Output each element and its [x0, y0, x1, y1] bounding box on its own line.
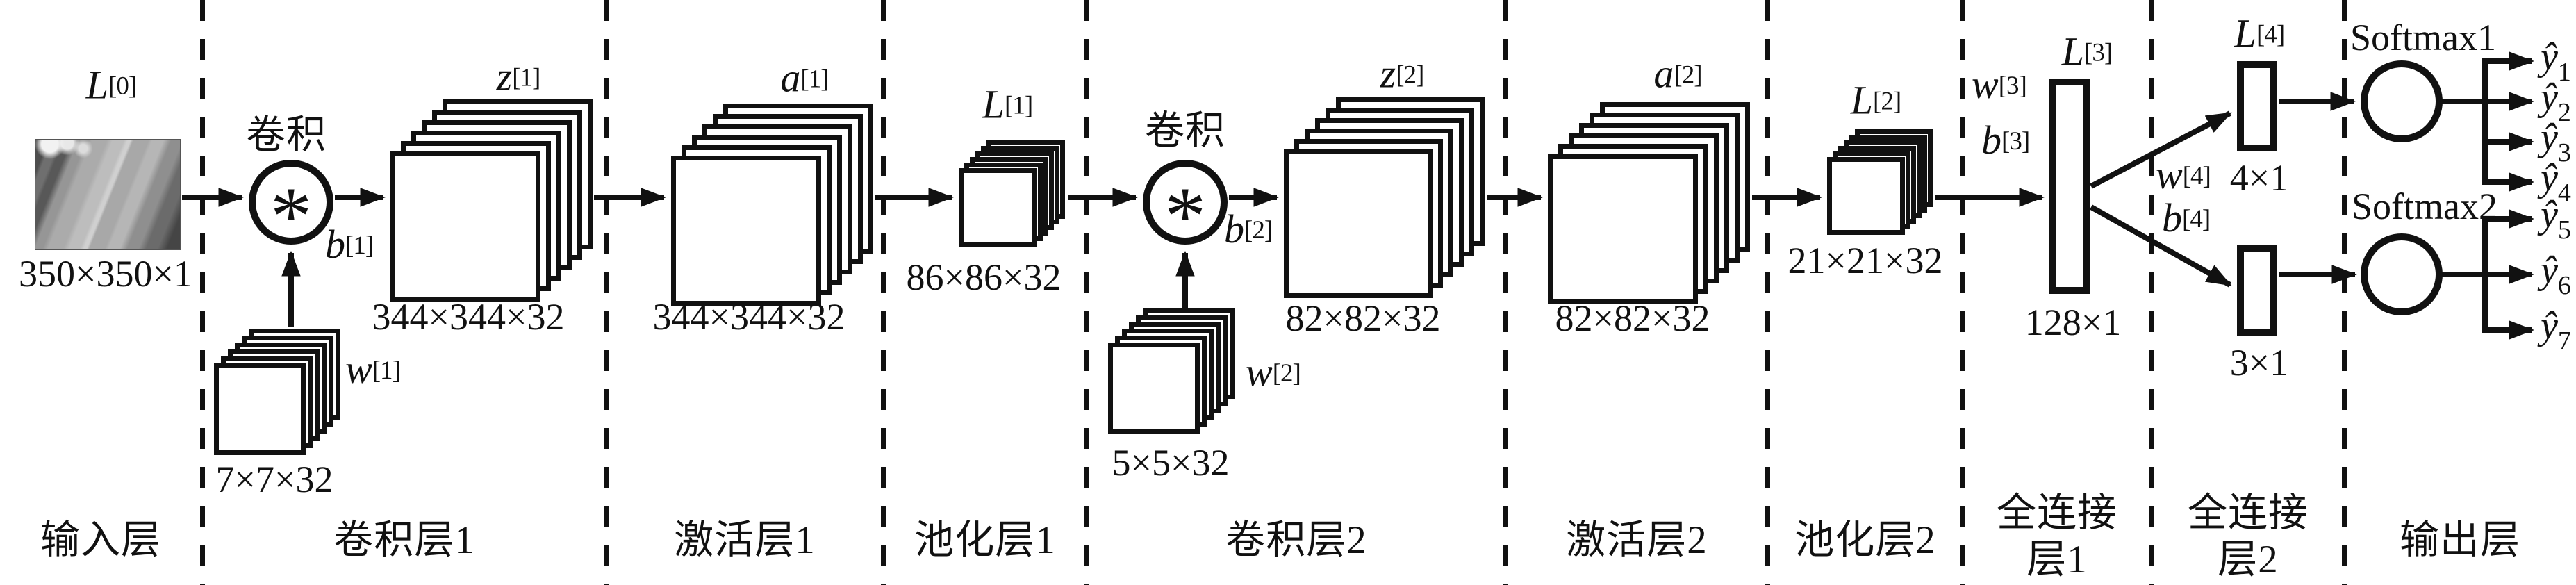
- divider-4: [1084, 0, 1089, 585]
- label-L0: L[0]: [85, 62, 137, 108]
- label-z2: z[2]: [1380, 51, 1425, 97]
- label-a2: a[2]: [1653, 51, 1702, 97]
- caption-a2-size: 82×82×32: [1555, 297, 1710, 339]
- divider-3: [881, 0, 886, 585]
- label-yhat-5: ŷ5: [2541, 193, 2571, 245]
- feature-map-layer: [1827, 157, 1905, 235]
- label-z1: z[1]: [496, 53, 541, 99]
- section-label-conv2: 卷积层2: [1225, 518, 1367, 562]
- divider-1: [200, 0, 205, 585]
- label-L3: L[3]: [2061, 28, 2113, 74]
- softmax1-node: [2361, 60, 2443, 142]
- label-yhat-3: ŷ3: [2541, 116, 2571, 167]
- feature-map-layer: [1108, 343, 1200, 434]
- label-L1: L[1]: [982, 81, 1033, 127]
- section-label-fc1-line2: 层1: [2026, 538, 2088, 582]
- caption-pool2-size: 21×21×32: [1787, 240, 1943, 281]
- label-conv-op-1: 卷积: [246, 113, 327, 157]
- feature-map-layer: [1284, 149, 1433, 298]
- caption-fc2-lower-size: 3×1: [2229, 342, 2289, 384]
- label-yhat-7: ŷ7: [2541, 304, 2571, 356]
- divider-8: [2149, 0, 2154, 585]
- label-w3: w[3]: [1972, 62, 2027, 107]
- section-label-conv1: 卷积层1: [333, 518, 475, 562]
- label-L2: L[2]: [1850, 77, 1901, 123]
- arrow-fc1-to-fc2-lower: [2090, 204, 2232, 288]
- label-yhat-1: ŷ1: [2541, 35, 2571, 87]
- label-yhat-2: ŷ2: [2541, 76, 2571, 127]
- caption-fc2-upper-size: 4×1: [2229, 157, 2289, 199]
- feature-map-layer: [959, 168, 1037, 247]
- label-w4: w[4]: [2156, 152, 2211, 197]
- caption-a1-size: 344×344×32: [652, 296, 845, 338]
- label-softmax2: Softmax2: [2352, 186, 2497, 227]
- caption-w2-size: 5×5×32: [1112, 442, 1230, 484]
- divider-9: [2342, 0, 2347, 585]
- label-yhat-4: ŷ4: [2541, 156, 2571, 208]
- label-b3: b[3]: [1981, 117, 2030, 163]
- feature-map-layer: [214, 363, 306, 455]
- conv2-operator-circle: [1143, 160, 1228, 245]
- feature-map-layer: [390, 151, 540, 302]
- label-L4: L[4]: [2234, 10, 2285, 56]
- divider-2: [604, 0, 609, 585]
- label-b2: b[2]: [1224, 206, 1273, 252]
- section-label-fc1-line1: 全连接: [1997, 491, 2117, 535]
- fc2-vector-upper: [2237, 61, 2277, 151]
- section-label-fc2-line1: 全连接: [2188, 491, 2309, 535]
- section-label-input: 输入层: [40, 518, 161, 562]
- input-image: [35, 139, 181, 250]
- feature-map-layer: [671, 156, 821, 306]
- divider-6: [1765, 0, 1770, 585]
- section-label-output: 输出层: [2400, 518, 2520, 562]
- label-w2: w[2]: [1246, 349, 1301, 395]
- label-b4: b[4]: [2162, 195, 2211, 240]
- section-label-pool1: 池化层1: [914, 518, 1056, 562]
- caption-fc1-size: 128×1: [2024, 302, 2122, 343]
- label-softmax1: Softmax1: [2350, 17, 2496, 58]
- section-label-act1: 激活层1: [674, 518, 816, 562]
- caption-z1-size: 344×344×32: [372, 296, 565, 338]
- divider-5: [1503, 0, 1508, 585]
- fc2-vector-lower: [2237, 245, 2277, 336]
- label-yhat-6: ŷ6: [2541, 249, 2571, 300]
- conv1-operator-circle: [249, 160, 333, 245]
- caption-z2-size: 82×82×32: [1285, 297, 1441, 339]
- feature-map-layer: [1548, 154, 1698, 304]
- caption-input-size: 350×350×1: [19, 253, 192, 295]
- label-conv-op-2: 卷积: [1145, 109, 1225, 153]
- softmax2-node: [2361, 233, 2443, 315]
- fc1-vector: [2049, 79, 2090, 294]
- arrow-fc1-to-fc2-upper: [2090, 110, 2232, 189]
- label-w1: w[1]: [345, 347, 401, 392]
- section-label-fc2-line2: 层2: [2218, 538, 2279, 582]
- section-label-pool2: 池化层2: [1794, 518, 1936, 562]
- divider-7: [1960, 0, 1965, 585]
- label-a1: a[1]: [780, 55, 829, 101]
- label-b1: b[1]: [325, 222, 374, 267]
- caption-pool1-size: 86×86×32: [906, 256, 1062, 298]
- caption-w1-size: 7×7×32: [215, 459, 333, 500]
- section-label-act2: 激活层2: [1566, 518, 1708, 562]
